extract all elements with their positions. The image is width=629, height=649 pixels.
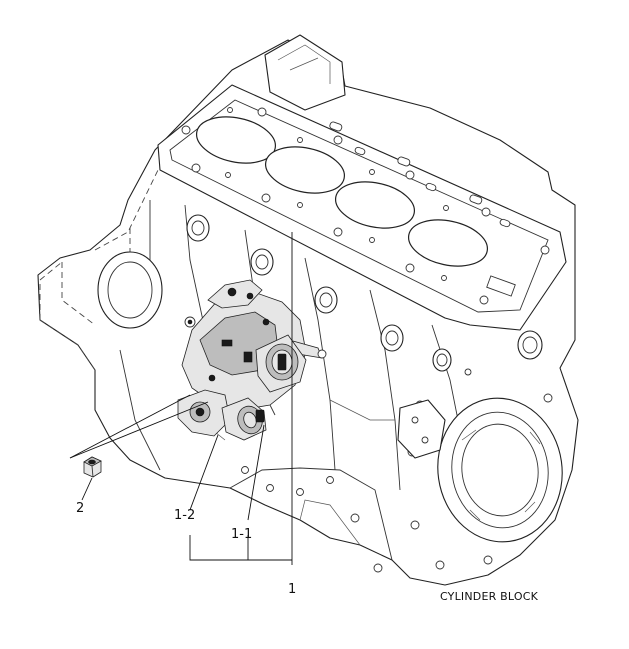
regulator-valve-1-1 [221, 397, 267, 441]
callout-part-1: 1 [288, 582, 297, 597]
cylinder-bore-1 [196, 116, 276, 164]
callout-part-1-2: 1-2 [174, 508, 196, 523]
leader-lines [69, 232, 293, 565]
pump-drive-housing-1-2 [177, 389, 231, 437]
cylinder-block [37, 34, 579, 586]
rear-flange [437, 397, 563, 543]
diagram-caption: CYLINDER BLOCK [440, 590, 539, 603]
deck-holes [181, 107, 550, 305]
leader-part-1-2 [189, 434, 219, 511]
fuel-pump-assembly [181, 279, 327, 416]
callout-part-2: 2 [76, 501, 85, 516]
cylinder-bore-3 [335, 181, 415, 229]
side-bosses [186, 214, 543, 372]
hex-nut-2 [83, 456, 102, 478]
cylinder-bore-2 [265, 146, 345, 194]
front-face-outline [39, 169, 159, 371]
cylinder-bore-4 [408, 219, 488, 267]
leader-part-2 [81, 477, 93, 501]
callout-part-1-1: 1-1 [231, 527, 253, 542]
leader-part-1-1 [247, 424, 265, 521]
